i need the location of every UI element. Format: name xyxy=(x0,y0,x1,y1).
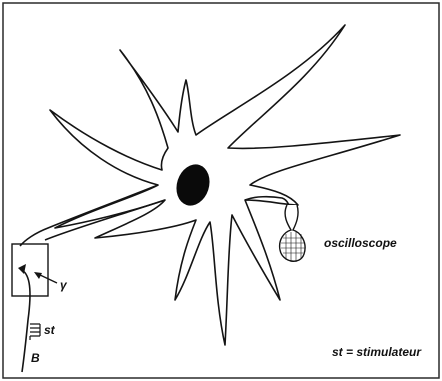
neuron-body xyxy=(50,25,400,345)
b-label: B xyxy=(31,351,40,365)
electrode-wire xyxy=(22,270,30,372)
oscilloscope-label: oscilloscope xyxy=(324,236,397,250)
stimulator-coil xyxy=(30,324,40,340)
st-label: st xyxy=(44,323,56,337)
legend-stimulateur: st = stimulateur xyxy=(332,345,422,359)
gamma-label: γ xyxy=(60,278,68,292)
